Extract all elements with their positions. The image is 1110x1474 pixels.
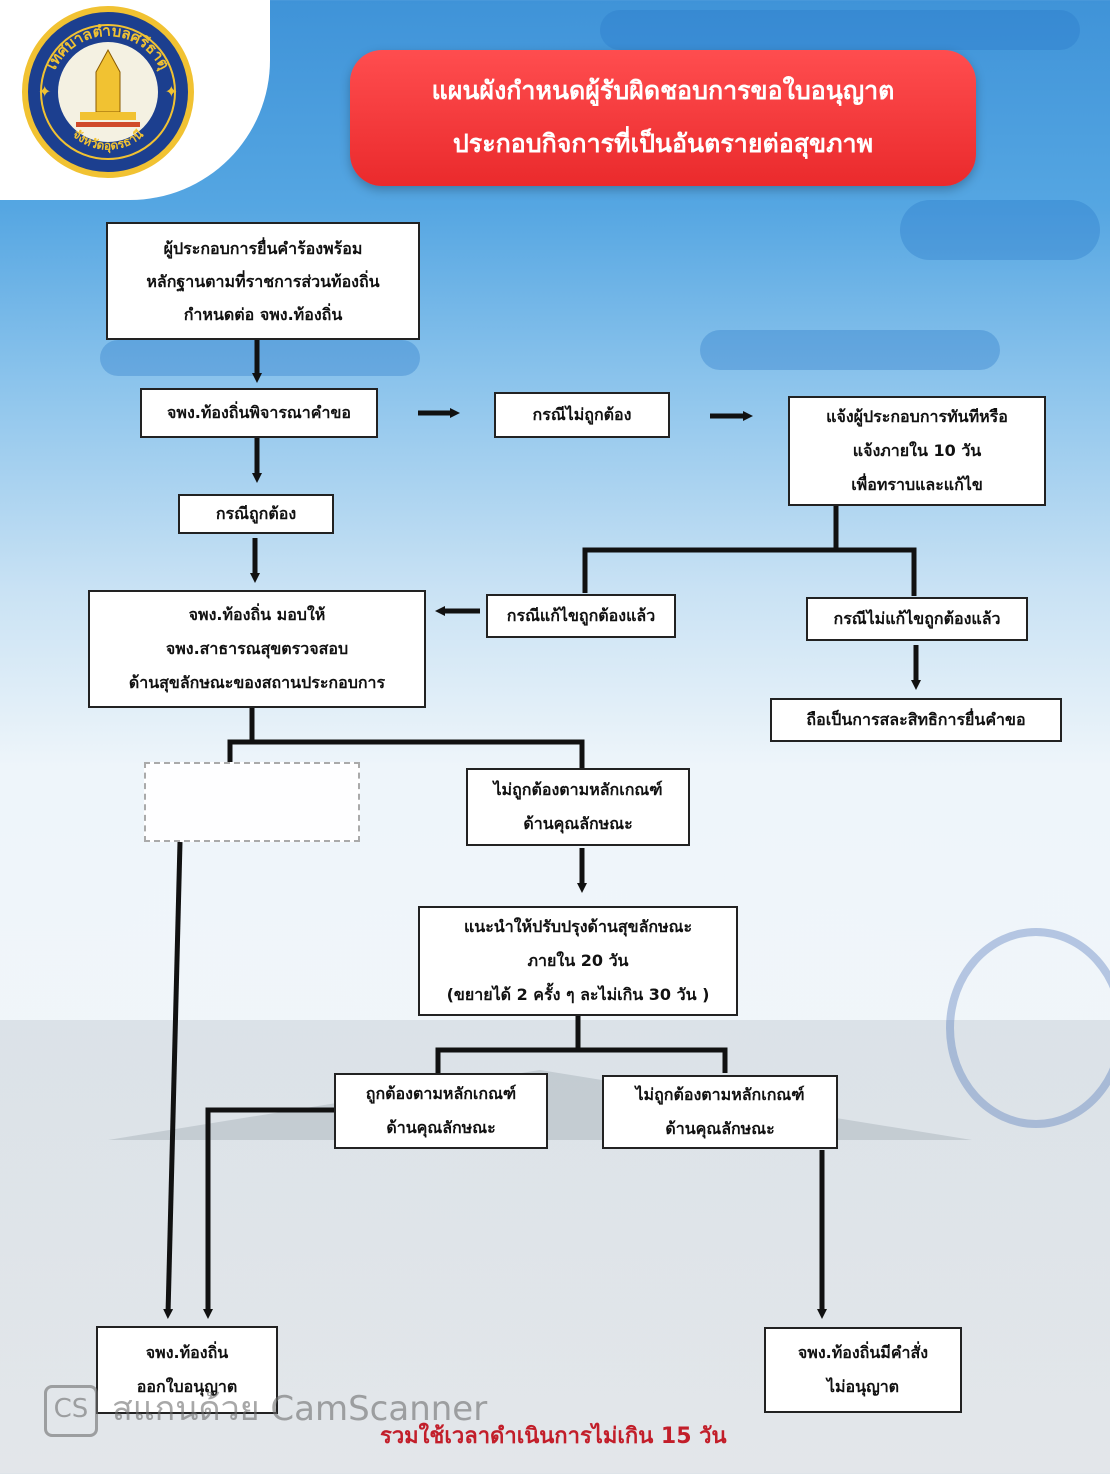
background-shape	[900, 200, 1100, 260]
line-improve-to-incorrect-criteria	[578, 1047, 728, 1073]
camscanner-logo-icon: CS	[44, 1384, 98, 1437]
arrow-left-branch-to-issue	[163, 841, 183, 1319]
assign-inspection-box: จพง.ท้องถิ่น มอบให้ จพง.สาธารณสุขตรวจสอบ…	[88, 590, 426, 708]
incorrect-criteria-box: ไม่ถูกต้องตามหลักเกณฑ์ ด้านคุณลักษณะ	[602, 1075, 838, 1149]
waive-request-box: ถือเป็นการสละสิทธิการยื่นคำขอ	[770, 698, 1062, 742]
correct-criteria-box: ถูกต้องตามหลักเกณฑ์ ด้านคุณลักษณะ	[334, 1073, 548, 1149]
case-fixed-box: กรณีแก้ไขถูกต้องแล้ว	[486, 594, 676, 638]
page-title: แผนผังกำหนดผู้รับผิดชอบการขอใบอนุญาต ประ…	[350, 50, 976, 186]
deny-license-box: จพง.ท้องถิ่นมีคำสั่ง ไม่อนุญาต	[764, 1327, 962, 1413]
issue-license-box: จพง.ท้องถิ่น ออกใบอนุญาต	[96, 1326, 278, 1414]
case-not-fixed-box: กรณีไม่แก้ไขถูกต้องแล้ว	[806, 597, 1028, 641]
line-assign-to-right-branch	[252, 739, 585, 768]
line-notify-to-fixed	[582, 506, 839, 593]
line-notify-to-not-fixed	[836, 547, 917, 596]
background-shape	[100, 340, 420, 376]
submit-request-box: ผู้ประกอบการยื่นคำร้องพร้อม หลักฐานตามที…	[106, 222, 420, 340]
camscanner-watermark: CS สแกนด้วย CamScanner	[44, 1384, 524, 1437]
review-request-box: จพง.ท้องถิ่นพิจารณาคำขอ	[140, 388, 378, 438]
title-line-1: แผนผังกำหนดผู้รับผิดชอบการขอใบอนุญาต	[431, 76, 895, 105]
title-line-2: ประกอบกิจการที่เป็นอันตรายต่อสุขภาพ	[452, 129, 874, 158]
not-meeting-criteria-box: ไม่ถูกต้องตามหลักเกณฑ์ ด้านคุณลักษณะ	[466, 768, 690, 846]
municipality-seal-icon: ✦ ✦ เทศบาลตำบลศรีธาตุ จังหวัดอุดรธานี	[22, 6, 194, 178]
total-time-note: รวมใช้เวลาดำเนินการไม่เกิน 15 วัน	[380, 1424, 727, 1449]
background-shape	[700, 330, 1000, 370]
camscanner-text: สแกนด้วย CamScanner	[112, 1389, 488, 1429]
faded-seal-background	[946, 928, 1110, 1128]
case-correct-box: กรณีถูกต้อง	[178, 494, 334, 534]
faded-branch-box	[144, 762, 360, 842]
background-shape	[600, 10, 1080, 50]
case-incorrect-box: กรณีไม่ถูกต้อง	[494, 392, 670, 438]
line-assign-to-left-branch	[227, 708, 255, 762]
arrow-correct-criteria-to-issue	[203, 1107, 336, 1319]
notify-operator-box: แจ้งผู้ประกอบการทันทีหรือ แจ้งภายใน 10 ว…	[788, 396, 1046, 506]
improve-hygiene-box: แนะนำให้ปรับปรุงด้านสุขลักษณะ ภายใน 20 ว…	[418, 906, 738, 1016]
line-improve-to-correct-criteria	[435, 1016, 581, 1073]
